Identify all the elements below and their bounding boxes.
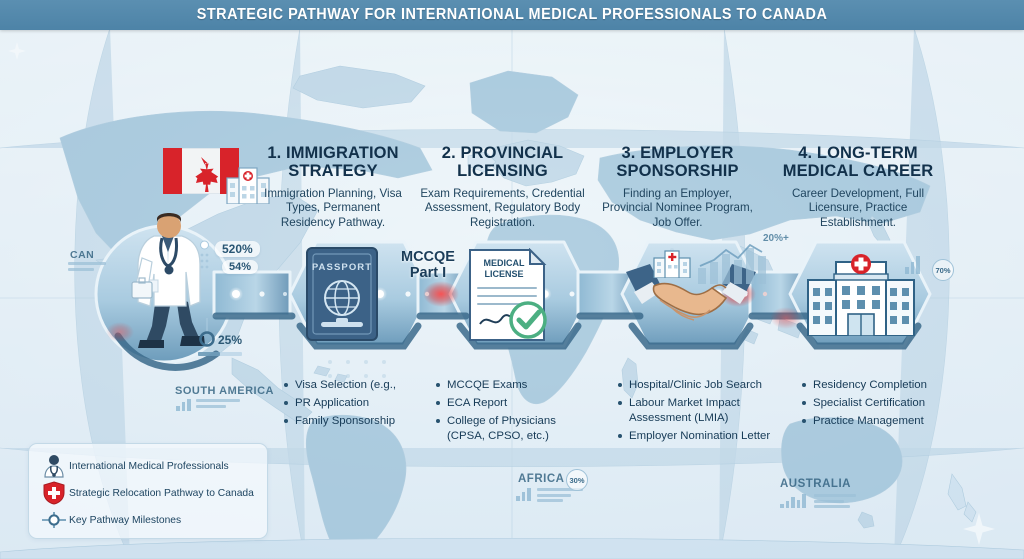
mccqe-line-1: MCCQE [401, 249, 455, 265]
canada-primary-stat: 520% [215, 241, 260, 257]
canada-flag-icon [162, 147, 240, 195]
list-item: PR Application [284, 396, 414, 411]
canada-secondary-stat: 54% [222, 260, 259, 274]
step-3-description: Finding an Employer, Provincial Nominee … [602, 186, 753, 229]
hospital-building-small-icon [226, 167, 270, 204]
oceania-sparkbars [905, 256, 920, 274]
canada-stat-dots-icon [200, 240, 209, 269]
step-1-description: Immigration Planning, Visa Types, Perman… [264, 186, 402, 229]
passport-icon: PASSPORT [306, 247, 378, 341]
list-item: Employer Nomination Letter [618, 429, 778, 444]
map-label-australia: AUSTRALIA [780, 478, 851, 490]
sparkle-decoration-icon [963, 513, 995, 545]
license-label-line1: MEDICAL [484, 258, 525, 268]
australia-sparkbars [780, 494, 806, 508]
list-item: Residency Completion [802, 378, 942, 393]
list-item: MCCQE Exams [436, 378, 581, 393]
list-item: Specialist Certification [802, 396, 942, 411]
africa-sparklines [537, 488, 585, 505]
australia-sparklines [814, 494, 858, 511]
sparkle-decoration-small-icon [8, 42, 26, 60]
canada-sparklines [68, 262, 108, 273]
step-2-title: 2. PROVINCIAL LICENSING [441, 144, 564, 180]
page-title: STRATEGIC PATHWAY FOR INTERNATIONAL MEDI… [196, 6, 828, 23]
step-3-bullets: Hospital/Clinic Job Search Labour Market… [618, 378, 778, 447]
asia-growth-chart-icon [698, 243, 766, 284]
step-4-description: Career Development, Full Licensure, Prac… [791, 186, 925, 229]
americas-sparkline-fill [198, 352, 220, 359]
step-1-heading: 1. IMMIGRATION STRATEGY Immigration Plan… [258, 144, 408, 230]
legend-label-professionals: International Medical Professionals [69, 460, 229, 472]
legend-item-professionals: International Medical Professionals [39, 453, 257, 479]
step-4-bullets: Residency Completion Specialist Certific… [802, 378, 942, 431]
legend-label-pathway: Strategic Relocation Pathway to Canada [69, 487, 254, 499]
passport-label: PASSPORT [312, 262, 372, 273]
step-1-title: 1. IMMIGRATION STRATEGY [267, 144, 399, 180]
milestone-node-icon [39, 510, 69, 530]
list-item: Labour Market Impact Assessment (LMIA) [618, 396, 778, 427]
medical-professional-icon [39, 454, 69, 478]
south-america-sparkbars [176, 399, 191, 411]
red-shield-cross-icon [39, 481, 69, 505]
list-item: Family Sponsorship [284, 414, 414, 429]
canada-flag-cluster [162, 147, 270, 204]
list-item: ECA Report [436, 396, 581, 411]
step-1-bullets: Visa Selection (e.g., PR Application Fam… [284, 378, 414, 431]
map-label-canada: CAN [70, 249, 95, 261]
list-item: Hospital/Clinic Job Search [618, 378, 778, 393]
africa-sparkbars [516, 488, 531, 501]
mccqe-callout: MCCQE Part I [389, 249, 467, 281]
license-document-icon: MEDICAL LICENSE [469, 248, 547, 341]
license-label-line2: LICENSE [484, 269, 523, 279]
step-2-heading: 2. PROVINCIAL LICENSING Exam Requirement… [420, 144, 585, 230]
americas-stat: 25% [218, 333, 243, 347]
step-3-heading: 3. EMPLOYER SPONSORSHIP Finding an Emplo… [600, 144, 755, 230]
americas-stat-marker-icon [199, 318, 215, 347]
asia-growth-stat: 20%+ [763, 233, 789, 244]
step-4-title: 4. LONG-TERM MEDICAL CAREER [782, 144, 934, 180]
mccqe-line-2: Part I [409, 265, 447, 282]
step-2-description: Exam Requirements, Credential Assessment… [420, 186, 585, 229]
list-item: Practice Management [802, 414, 942, 429]
legend-label-milestones: Key Pathway Milestones [69, 514, 182, 526]
legend-box: International Medical Professionals Stra… [28, 443, 268, 539]
list-item: Visa Selection (e.g., [284, 378, 414, 393]
step-4-heading: 4. LONG-TERM MEDICAL CAREER Career Devel… [772, 144, 944, 230]
map-label-south-america: SOUTH AMERICA [175, 385, 274, 397]
legend-item-pathway: Strategic Relocation Pathway to Canada [39, 480, 257, 506]
step-3-title: 3. EMPLOYER SPONSORSHIP [616, 144, 739, 180]
africa-stat-badge: 30% [566, 469, 588, 491]
list-item: College of Physicians (CPSA, CPSO, etc.) [436, 414, 581, 445]
step-2-bullets: MCCQE Exams ECA Report College of Physic… [436, 378, 581, 447]
south-america-sparklines [196, 399, 242, 410]
header-bar: STRATEGIC PATHWAY FOR INTERNATIONAL MEDI… [0, 0, 1024, 30]
map-label-africa: AFRICA [518, 473, 565, 485]
oceania-stat-badge: 70% [932, 259, 954, 281]
legend-item-milestones: Key Pathway Milestones [39, 507, 257, 533]
clinic-small-icon [653, 250, 691, 278]
hospital-building-icon [807, 254, 915, 336]
